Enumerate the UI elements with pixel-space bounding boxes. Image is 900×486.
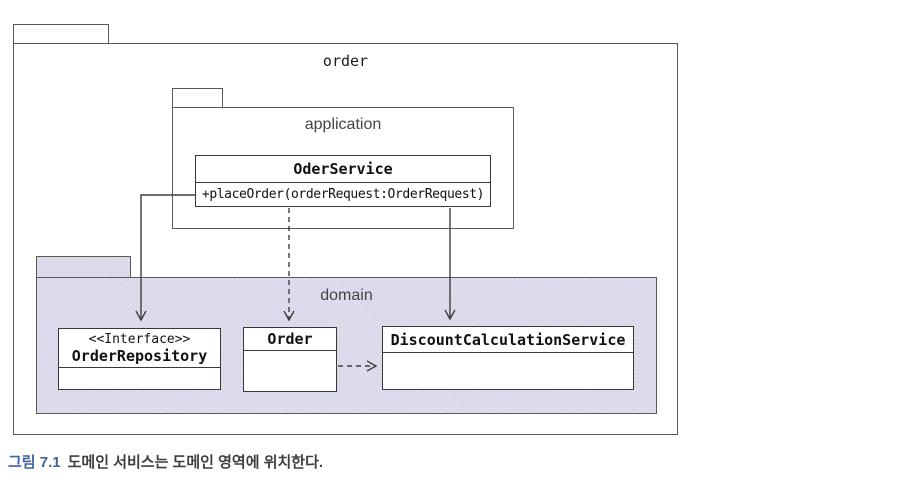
class-order-name: Order	[267, 330, 313, 348]
figure-caption: 그림 7.1 도메인 서비스는 도메인 영역에 위치한다.	[8, 451, 323, 472]
application-package-body	[172, 107, 514, 229]
class-orderrepository: <<Interface>> OrderRepository	[58, 328, 221, 390]
class-discountcalculationservice: DiscountCalculationService	[382, 326, 634, 390]
domain-package-label: domain	[320, 287, 373, 304]
figure-caption-text: 도메인 서비스는 도메인 영역에 위치한다.	[67, 454, 324, 471]
domain-package-tab	[36, 256, 131, 278]
order-package-tab	[13, 24, 109, 44]
application-package-tab	[172, 88, 223, 108]
order-package-body	[13, 43, 678, 435]
class-orderservice-name: OderService	[293, 160, 393, 178]
class-order: Order	[243, 327, 337, 392]
class-orderrepository-name: OrderRepository	[71, 346, 208, 365]
figure-caption-number: 그림 7.1	[8, 454, 61, 471]
class-discountcalculationservice-name: DiscountCalculationService	[390, 330, 626, 349]
order-package-label: order	[322, 52, 369, 70]
class-orderservice: OderService +placeOrder(orderRequest:Ord…	[195, 155, 491, 207]
class-orderrepository-stereotype: <<Interface>>	[88, 331, 191, 347]
class-orderservice-method: +placeOrder(orderRequest:OrderRequest)	[201, 187, 485, 202]
application-package-label: application	[304, 116, 382, 133]
